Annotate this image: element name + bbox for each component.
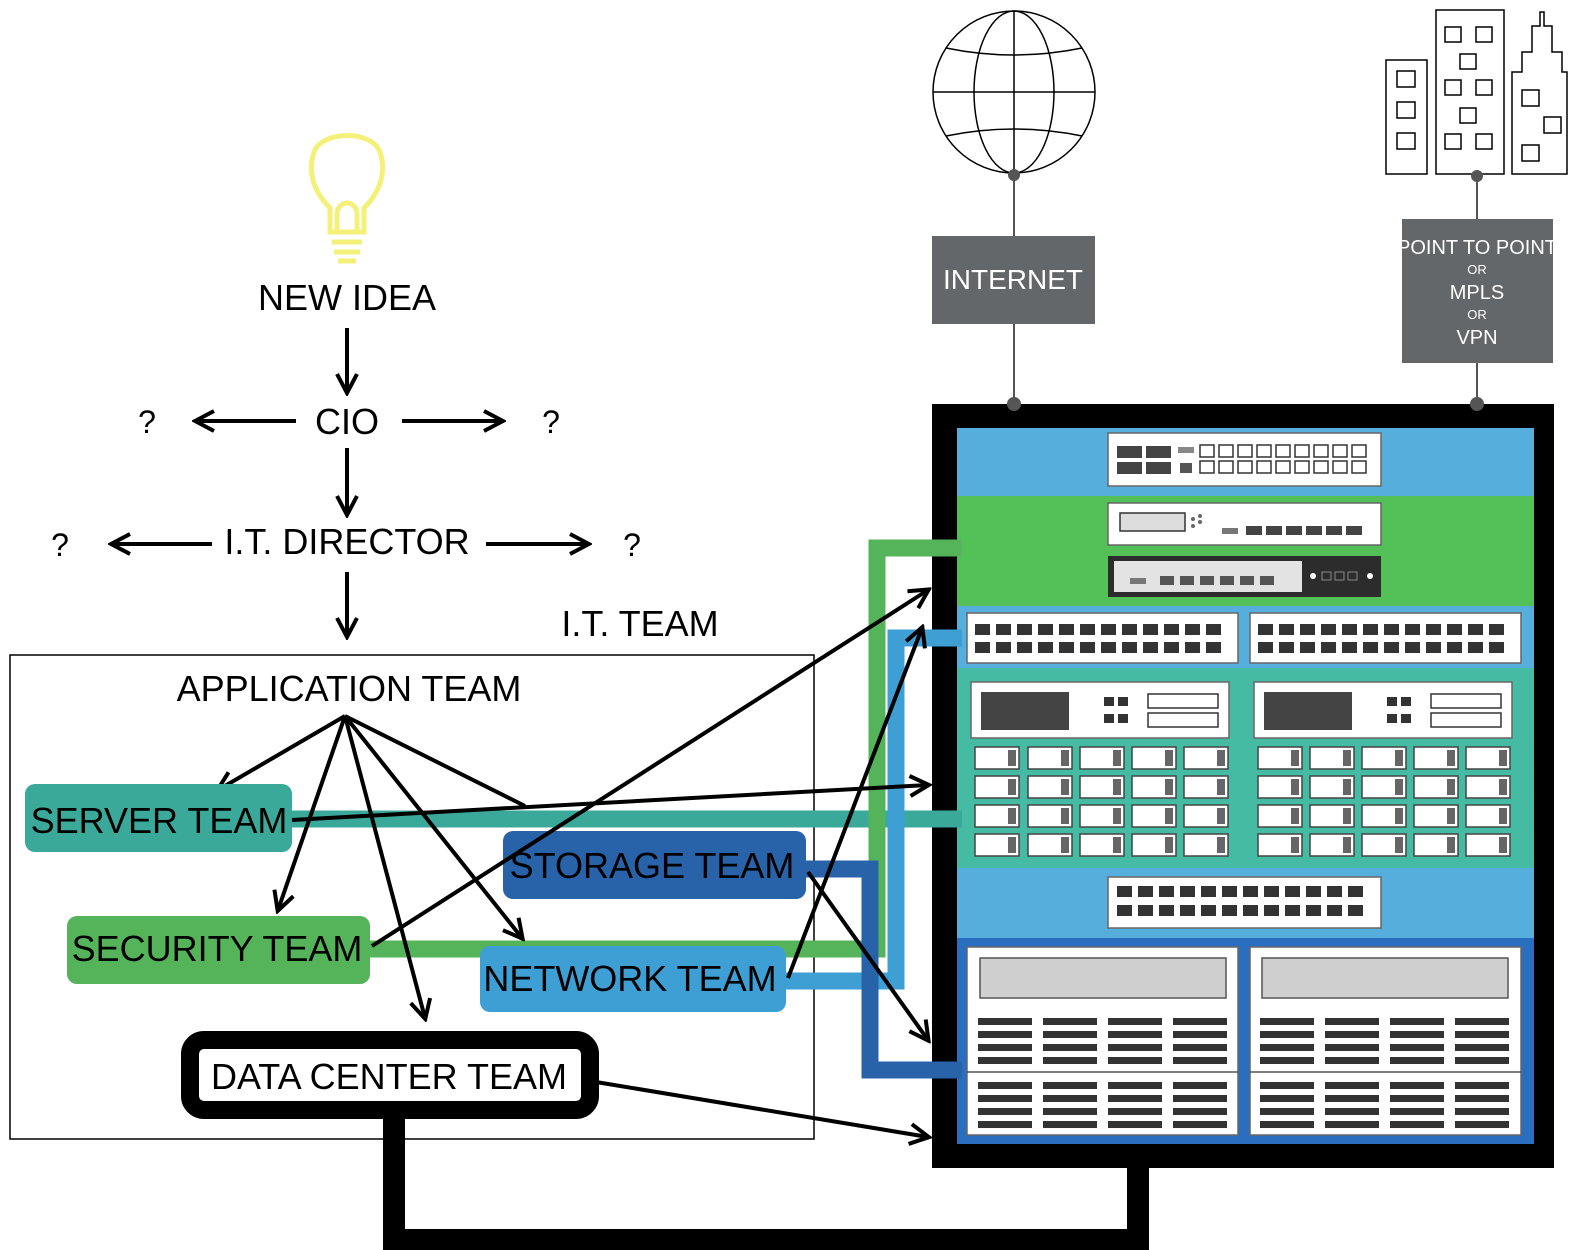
application-team-arrows <box>218 714 526 1018</box>
core-switch-unit <box>1107 432 1382 487</box>
director-right-question: ? <box>623 527 641 563</box>
storage-switch-unit <box>1107 876 1382 929</box>
cio-right-question: ? <box>542 404 560 440</box>
cio-label: CIO <box>315 401 379 442</box>
wan-line1: POINT TO POINT <box>1397 237 1557 259</box>
storage-team-box <box>503 831 806 899</box>
data-center-team-label: DATA CENTER TEAM <box>211 1056 567 1097</box>
access-switch-right <box>1249 612 1522 664</box>
wan-line3: VPN <box>1456 327 1497 349</box>
globe-icon <box>932 10 1096 174</box>
security-team-box <box>67 916 370 984</box>
data-center-team-box <box>181 1031 599 1119</box>
it-director-label: I.T. DIRECTOR <box>224 521 469 562</box>
data-center-rack-link <box>383 1112 1149 1250</box>
wan-or1: OR <box>1467 262 1487 277</box>
cio-left-question: ? <box>138 404 156 440</box>
storage-team-label: STORAGE TEAM <box>510 845 795 886</box>
security-team-label: SECURITY TEAM <box>72 928 363 969</box>
application-team-label: APPLICATION TEAM <box>177 668 522 709</box>
storage-team-link <box>806 860 962 1079</box>
access-switch-left <box>966 612 1239 664</box>
new-idea-label: NEW IDEA <box>258 277 436 318</box>
internet-box <box>932 236 1095 324</box>
it-team-box <box>9 654 815 1140</box>
storage-array-left <box>966 946 1239 1136</box>
lightbulb-icon <box>308 133 386 264</box>
network-team-link <box>786 629 962 990</box>
server-team-label: SERVER TEAM <box>31 800 288 841</box>
firewall-unit-1 <box>1107 502 1382 546</box>
it-team-title: I.T. TEAM <box>561 603 718 644</box>
internet-label: INTERNET <box>943 264 1083 295</box>
storage-array-right <box>1249 946 1522 1136</box>
network-team-label: NETWORK TEAM <box>483 958 776 999</box>
wan-or2: OR <box>1467 307 1487 322</box>
wan-line2: MPLS <box>1450 282 1504 304</box>
server-rack <box>932 404 1554 1168</box>
wan-box <box>1402 219 1553 363</box>
city-buildings-icon <box>1385 9 1568 175</box>
server-team-box <box>25 784 292 852</box>
team-to-rack-arrows <box>291 590 928 1137</box>
blade-chassis-left <box>970 681 1230 739</box>
director-left-question: ? <box>51 527 69 563</box>
network-team-box <box>480 946 786 1012</box>
firewall-unit-2 <box>1108 556 1381 597</box>
blade-chassis-right <box>1253 681 1513 739</box>
